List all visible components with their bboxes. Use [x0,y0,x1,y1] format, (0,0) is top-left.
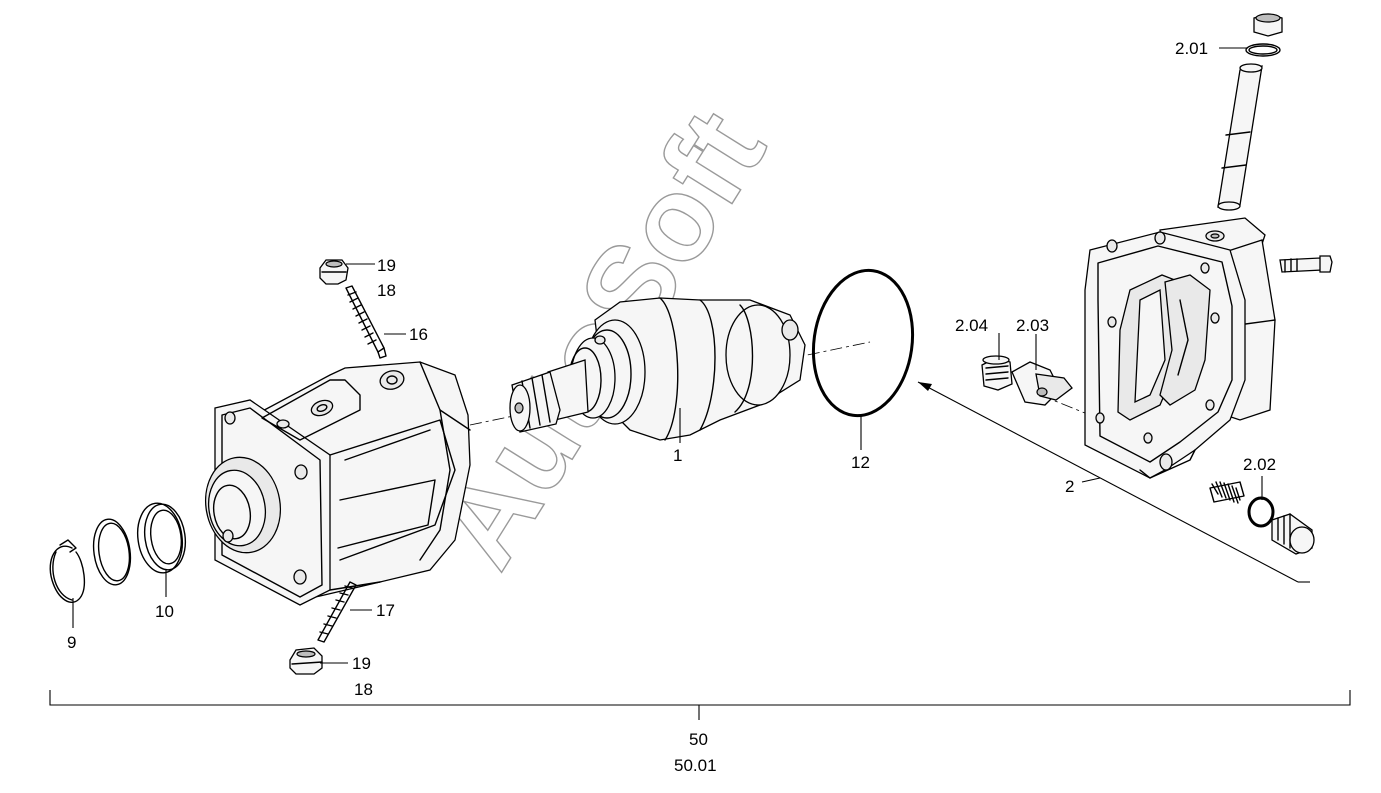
label-19-bottom: 19 [352,654,371,673]
label-18-top: 18 [377,281,396,300]
label-2: 2 [1065,477,1074,496]
label-16: 16 [409,325,428,344]
assembly-bracket-50 [49,690,1351,720]
rotating-group-1 [509,297,806,441]
spool-piston [1217,63,1263,211]
side-bolt [1279,255,1333,273]
label-12: 12 [851,453,870,472]
label-18-bottom: 18 [354,680,373,699]
label-19-top: 19 [377,256,396,275]
label-2-03: 2.03 [1016,316,1049,335]
label-10: 10 [155,602,174,621]
o-ring-12 [811,268,915,418]
stud-16 [345,285,387,359]
nut-19-bottom [289,647,323,675]
leader-lines [72,47,1310,664]
label-50: 50 [689,730,708,749]
spring-2-02 [1209,481,1245,504]
plug-19-top [319,259,349,285]
stud-17 [317,581,357,643]
shaft-seal-10 [136,502,187,574]
label-1: 1 [673,446,682,465]
valve-2-04 [981,355,1013,391]
label-2-01: 2.01 [1175,39,1208,58]
o-ring-2-02 [1247,496,1275,528]
label-2-02: 2.02 [1243,455,1276,474]
snap-ring-9 [49,539,86,603]
motor-housing [204,361,471,606]
label-2-04: 2.04 [955,316,988,335]
label-9: 9 [67,633,76,652]
port-plate-2 [1084,217,1276,479]
valve-2-03 [1011,361,1073,406]
plug-2-01 [1245,13,1283,57]
plug-2-02 [1271,513,1315,555]
label-50-01: 50.01 [674,756,717,775]
washer-ring [92,518,132,586]
label-17: 17 [376,601,395,620]
